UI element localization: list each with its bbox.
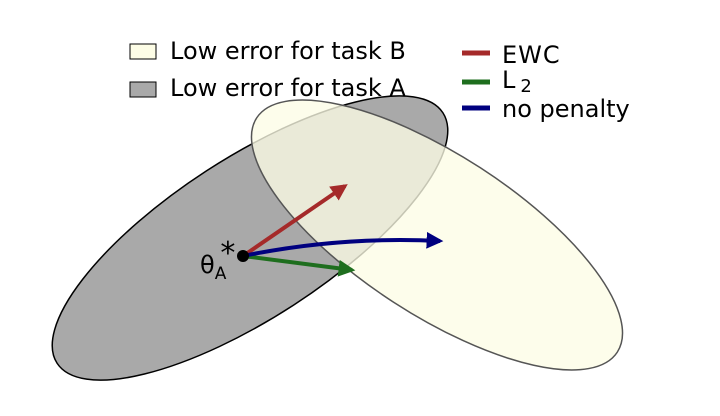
theta-a-star-point xyxy=(237,250,249,262)
legend-swatch-task-a xyxy=(129,81,157,98)
legend-label-no-penalty: no penalty xyxy=(502,95,630,123)
theta-subscript: A xyxy=(215,264,227,284)
theta-a-star-label: θA* xyxy=(200,236,235,284)
ewc-arrow xyxy=(241,184,348,258)
theta-symbol: θ xyxy=(200,251,215,279)
l2-main: L xyxy=(502,66,516,94)
no-penalty-arrow xyxy=(242,231,444,258)
theta-superscript: * xyxy=(220,236,235,271)
legend-label-ewc: EWC xyxy=(502,41,561,69)
l2-subscript: 2 xyxy=(520,76,531,97)
l2-arrow xyxy=(242,254,356,277)
legend-label-task-b: Low error for task B xyxy=(170,37,406,65)
legend-regions: Low error for task B Low error for task … xyxy=(129,37,406,102)
legend-swatch-task-b xyxy=(129,43,157,60)
legend-label-task-a: Low error for task A xyxy=(170,74,406,102)
